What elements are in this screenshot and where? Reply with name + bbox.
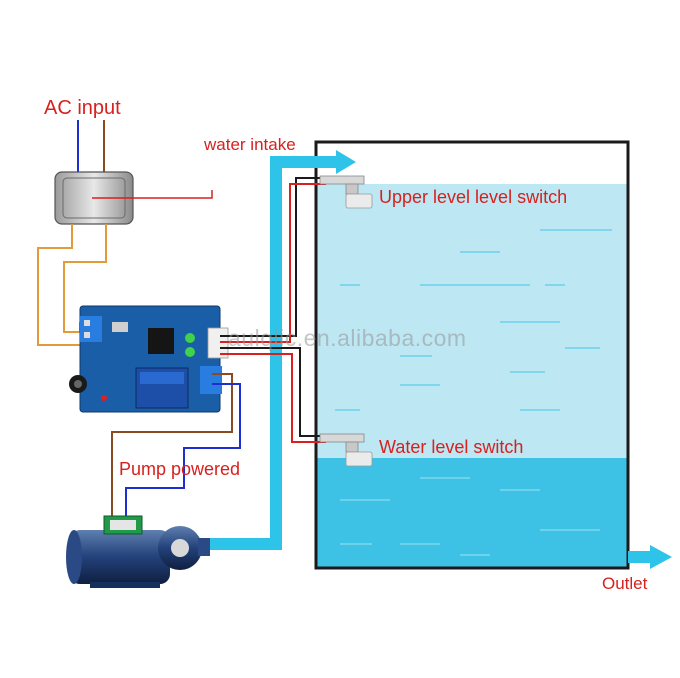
water-ripples	[335, 229, 612, 411]
switch-wires	[220, 177, 326, 443]
ac-wires	[77, 120, 105, 172]
water-intake-label: water intake	[204, 135, 296, 154]
tank-outline	[314, 140, 630, 570]
tank-water-lower	[316, 458, 628, 568]
controller-board-icon	[69, 305, 229, 413]
upper-level-switch-label: Upper level level switch	[379, 187, 568, 207]
pump-outlet-pipe	[204, 538, 282, 550]
water-ripples-deep	[340, 477, 600, 556]
float-switch-icon	[319, 433, 373, 467]
ac-input-label: AC input	[44, 97, 121, 119]
intake-arrow-head	[336, 150, 356, 174]
tank	[314, 140, 630, 570]
tank-water-upper	[316, 184, 628, 458]
water-level-switch-label: Water level switch	[379, 437, 524, 457]
water-pump-icon	[66, 515, 210, 588]
outlet-arrow-head	[650, 545, 672, 569]
outlet-label: Outlet	[602, 574, 648, 593]
tank-top-blank	[316, 142, 628, 184]
contactor-red-leader	[92, 190, 213, 199]
pump-power-wires	[111, 373, 241, 520]
pump-powered-label: Pump powered	[119, 459, 241, 479]
outlet-pipe	[628, 551, 652, 563]
float-switch-icon	[319, 175, 373, 209]
intake-pipe-top	[270, 156, 338, 168]
watermark: aulqlic.en.alibaba.com	[228, 325, 467, 351]
